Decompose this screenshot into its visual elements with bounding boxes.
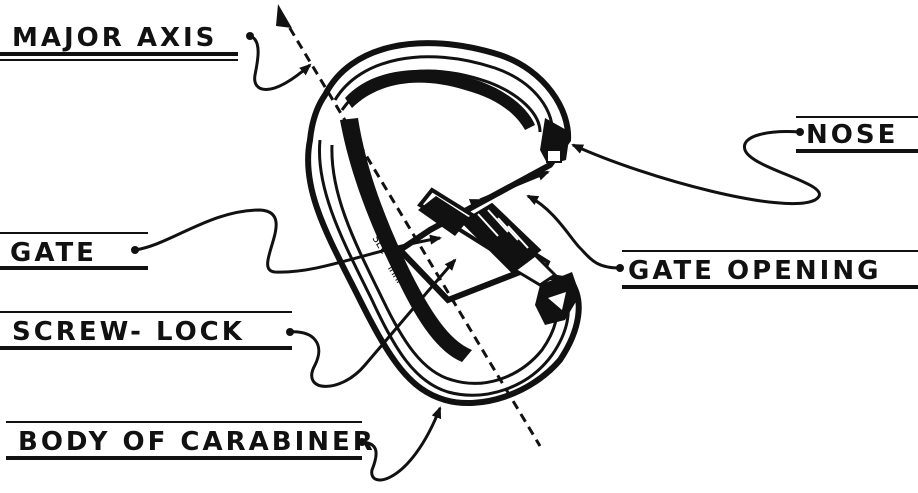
leader-screw-lock bbox=[287, 258, 457, 388]
dot-body bbox=[358, 438, 366, 446]
rule-gate-opening-over bbox=[622, 250, 918, 252]
rule-body bbox=[6, 456, 362, 460]
label-major-axis: MAJOR AXIS bbox=[12, 23, 218, 53]
dot-gate-opening bbox=[616, 264, 624, 272]
major-axis-line bbox=[280, 14, 542, 447]
dot-major-axis bbox=[246, 32, 254, 40]
leader-gate-opening bbox=[526, 194, 621, 270]
carabiner-gate: SEC· ‖‖‖ bbox=[369, 187, 558, 287]
leader-body bbox=[359, 406, 442, 482]
leader-gate bbox=[134, 208, 442, 274]
rule-gate bbox=[0, 266, 148, 270]
label-gate: GATE bbox=[10, 238, 97, 268]
label-screw-lock: SCREW- LOCK bbox=[12, 317, 245, 347]
dot-screw-lock bbox=[286, 328, 294, 336]
leader-nose bbox=[571, 130, 821, 206]
rule-screw-lock-over bbox=[0, 311, 292, 313]
rule-nose-over bbox=[796, 116, 918, 118]
rule-screw-lock bbox=[0, 346, 292, 350]
leader-major-axis bbox=[249, 34, 312, 91]
rule-major-axis-under bbox=[0, 59, 238, 61]
label-gate-opening: GATE OPENING bbox=[628, 256, 882, 286]
label-nose: NOSE bbox=[806, 120, 899, 150]
carabiner-body bbox=[305, 40, 582, 406]
dot-nose bbox=[796, 128, 804, 136]
axis-arrowhead bbox=[276, 4, 292, 28]
label-body: BODY OF CARABINER bbox=[18, 427, 376, 457]
rule-major-axis bbox=[0, 52, 238, 56]
rule-gate-opening bbox=[622, 285, 918, 289]
gate-opening-double-arrow bbox=[468, 170, 550, 209]
rule-gate-over bbox=[0, 232, 148, 234]
rule-body-over bbox=[6, 421, 362, 423]
dot-gate bbox=[131, 246, 139, 254]
rule-nose bbox=[796, 149, 918, 153]
